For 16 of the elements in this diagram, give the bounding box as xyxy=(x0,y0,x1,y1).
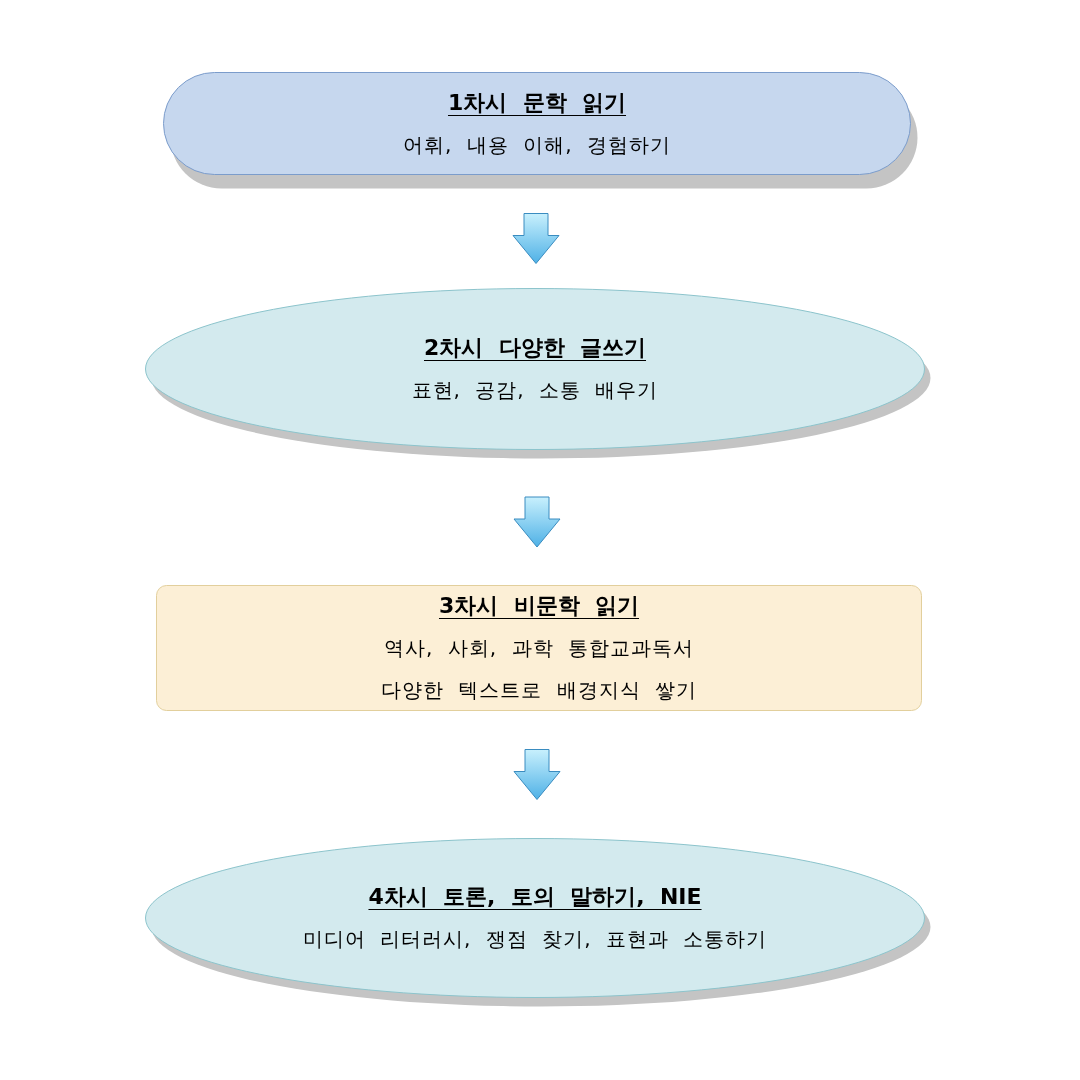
node-text: 어휘, 내용 이해, 경험하기 xyxy=(403,131,671,159)
node-title: 1차시 문학 읽기 xyxy=(448,88,626,117)
node-title: 3차시 비문학 읽기 xyxy=(439,592,639,620)
node-text: 표현, 공감, 소통 배우기 xyxy=(411,377,659,404)
block-arrow xyxy=(513,496,561,548)
node-title: 2차시 다양한 글쓰기 xyxy=(424,334,646,362)
rounded-box xyxy=(156,585,922,711)
node-text: 미디어 리터러시, 쟁점 찾기, 표현과 소통하기 xyxy=(302,926,768,953)
node-text: 다양한 텍스트로 배경지식 쌓기 xyxy=(380,677,698,704)
node-text: 역사, 사회, 과학 통합교과독서 xyxy=(384,635,694,662)
ellipse-shape xyxy=(145,288,931,459)
ellipse-shape xyxy=(145,838,931,1007)
block-arrow xyxy=(512,213,560,264)
node-title: 4차시 토론, 토의 말하기, NIE xyxy=(368,883,702,911)
block-arrow xyxy=(513,749,561,800)
pill-box xyxy=(163,72,918,189)
